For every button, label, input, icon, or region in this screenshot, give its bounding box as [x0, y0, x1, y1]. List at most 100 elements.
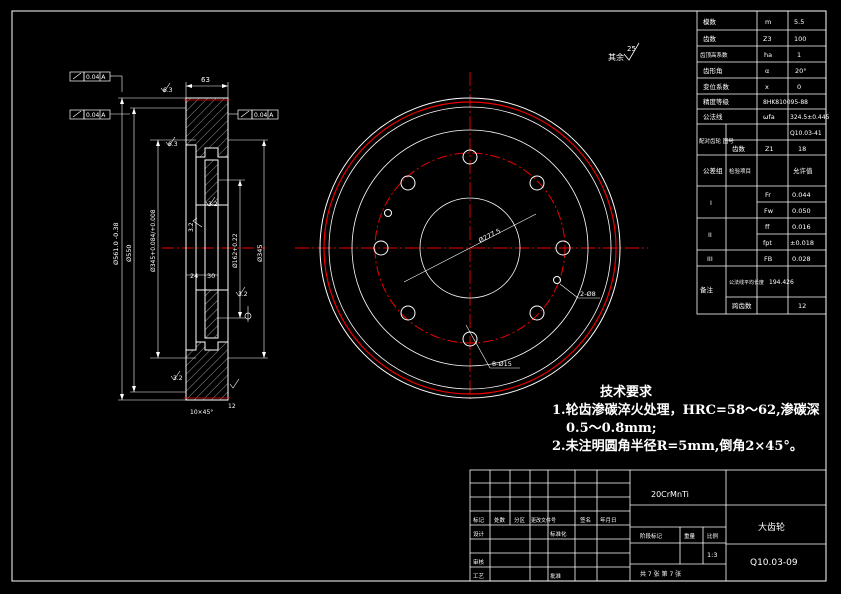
param-remark-name: 备注	[700, 285, 714, 294]
param-group-header: 公差组	[703, 166, 723, 175]
tb-label-check: 审核	[473, 558, 485, 566]
param-addendum-value: 1	[797, 51, 801, 59]
tb-label-sign: 签名	[580, 516, 591, 524]
bolt-circle	[374, 152, 566, 344]
param-fw-value: 0.050	[792, 207, 811, 215]
front-view: Ø277.5 2-Ø8 8-Ø15	[295, 72, 648, 402]
root-circle	[328, 106, 612, 390]
param-angle-value: 20°	[795, 67, 807, 75]
tb-label-stage: 阶段标记	[640, 532, 663, 540]
param-check-header: 检验项目	[729, 167, 751, 175]
tb-drawing-no: Q10.03-09	[750, 558, 798, 568]
tb-label-mark: 标记	[473, 516, 485, 524]
tb-label-design: 设计	[473, 530, 485, 538]
param-teeth-value: 100	[794, 35, 806, 43]
rough-4: 3.2	[208, 201, 218, 208]
roughness-value: 25	[627, 45, 636, 53]
param-normal-symbol: ωfa	[763, 113, 775, 121]
rough-2: 6.3	[168, 141, 178, 148]
param-fb-value: 0.028	[792, 255, 811, 263]
title-block	[469, 469, 827, 582]
tolerance-frame-2: 0.04 A	[69, 109, 130, 120]
param-mating-value: Q10.03-41	[790, 130, 822, 137]
tb-scale-value: 1:3	[707, 551, 717, 559]
tolerance-frame-1-text: 0.04 A	[86, 74, 106, 81]
param-span-label: 跨齿数	[732, 301, 752, 310]
tolerance-frame-3-text: 0.04 A	[254, 112, 274, 119]
param-normal-value: 324.5±0.445	[790, 114, 830, 121]
param-grade-name: 精度等级	[703, 97, 730, 106]
bolt-hole	[373, 240, 389, 256]
parameter-table-text: 模数 m 5.5 齿数 Z3 100 齿顶高系数 ha 1 齿形角 α 20° …	[699, 17, 830, 310]
upper-rim	[185, 97, 229, 158]
tb-label-approve: 批准	[550, 572, 562, 580]
roughness-label: 其余	[608, 52, 624, 62]
param-fw-symbol: Fw	[764, 207, 774, 215]
dim-chamfer: 10×45°	[190, 409, 213, 416]
tech-requirements: 技术要求 1.轮齿渗碳淬火处理，HRC=58～62,渗碳深 0.5～0.8mm;…	[552, 384, 822, 456]
small-hole	[553, 276, 561, 284]
tb-label-date: 年月日	[600, 516, 617, 524]
roughness-note: 其余 25	[608, 42, 640, 62]
tech-title: 技术要求	[600, 385, 653, 400]
tolerance-frame-3: 0.04 A	[228, 109, 279, 120]
param-mating-teeth-name: 齿数	[732, 144, 746, 153]
lower-web	[204, 289, 219, 339]
rough-3: 3.2	[188, 222, 195, 232]
param-grade-value: 8HK810095-88	[763, 99, 808, 106]
param-module-value: 5.5	[794, 18, 804, 26]
param-fr-symbol: Fr	[765, 191, 771, 199]
dim-small1: 24	[190, 272, 198, 280]
param-mating-teeth-value: 18	[798, 145, 806, 153]
tip-circle	[319, 97, 621, 399]
bolt-hole	[529, 305, 545, 321]
tb-sheet: 共 7 张 第 7 张	[640, 570, 681, 578]
dim-outer: Ø561.0 -0.38	[112, 222, 120, 265]
dim-pitch: Ø162+0.22	[232, 233, 239, 268]
tech-line-2: 0.5～0.8mm;	[566, 421, 657, 436]
title-block-text: 标记 处数 分区 更改文件号 签名 年月日 设计 标准化 审核 工艺 批准 阶段…	[473, 490, 798, 580]
param-avglen-label: 公法线平均长度	[729, 279, 764, 286]
param-allow-header: 允许值	[793, 166, 813, 175]
small-holes-label: 2-Ø8	[580, 290, 596, 298]
upper-web	[204, 159, 219, 206]
param-teeth-symbol: Z3	[763, 35, 772, 43]
param-angle-name: 齿形角	[703, 66, 723, 75]
dim-hub: Ø345	[256, 244, 264, 262]
tolerance-frame-1: 0.04 A	[69, 71, 123, 92]
param-group-2: II	[708, 231, 712, 239]
tb-label-scale: 比例	[707, 532, 719, 540]
dim-width: 63	[201, 76, 210, 84]
pcd-label: Ø277.5	[477, 227, 502, 245]
tech-line-3: 2.未注明圆角半径R=5mm,倒角2×45°。	[552, 439, 803, 454]
rough-7: 12	[228, 403, 236, 410]
small-hole	[384, 209, 392, 217]
dim-bore: Ø345+0.084/+0.008	[150, 209, 157, 272]
param-addendum-name: 齿顶高系数	[700, 51, 728, 59]
tb-part-name: 大齿轮	[758, 521, 785, 533]
param-fr-value: 0.044	[792, 191, 811, 199]
web-circle	[351, 129, 589, 367]
datum-symbol	[244, 306, 252, 322]
param-fpt-value: ±0.018	[790, 239, 814, 247]
param-span-value: 12	[798, 302, 806, 310]
rough-1: 6.3	[163, 87, 173, 94]
rough-6: 3.2	[173, 375, 183, 382]
bolt-hole	[400, 175, 416, 191]
holes-label: 8-Ø15	[492, 360, 512, 368]
tb-label-weight: 重量	[684, 532, 696, 540]
param-group-1: I	[710, 199, 712, 207]
param-teeth-name: 齿数	[703, 34, 717, 43]
tb-label-change: 更改文件号	[531, 517, 556, 524]
dim-550: Ø550	[125, 244, 133, 262]
bolt-hole	[529, 175, 545, 191]
bolt-hole	[555, 240, 571, 256]
dim-small2: 30	[207, 272, 215, 280]
bolt-hole	[462, 149, 478, 165]
bolt-hole	[400, 305, 416, 321]
param-shift-symbol: x	[765, 83, 769, 91]
param-avglen-value: 194.426	[769, 279, 794, 286]
param-addendum-symbol: ha	[764, 51, 772, 59]
lower-rim	[185, 341, 229, 401]
